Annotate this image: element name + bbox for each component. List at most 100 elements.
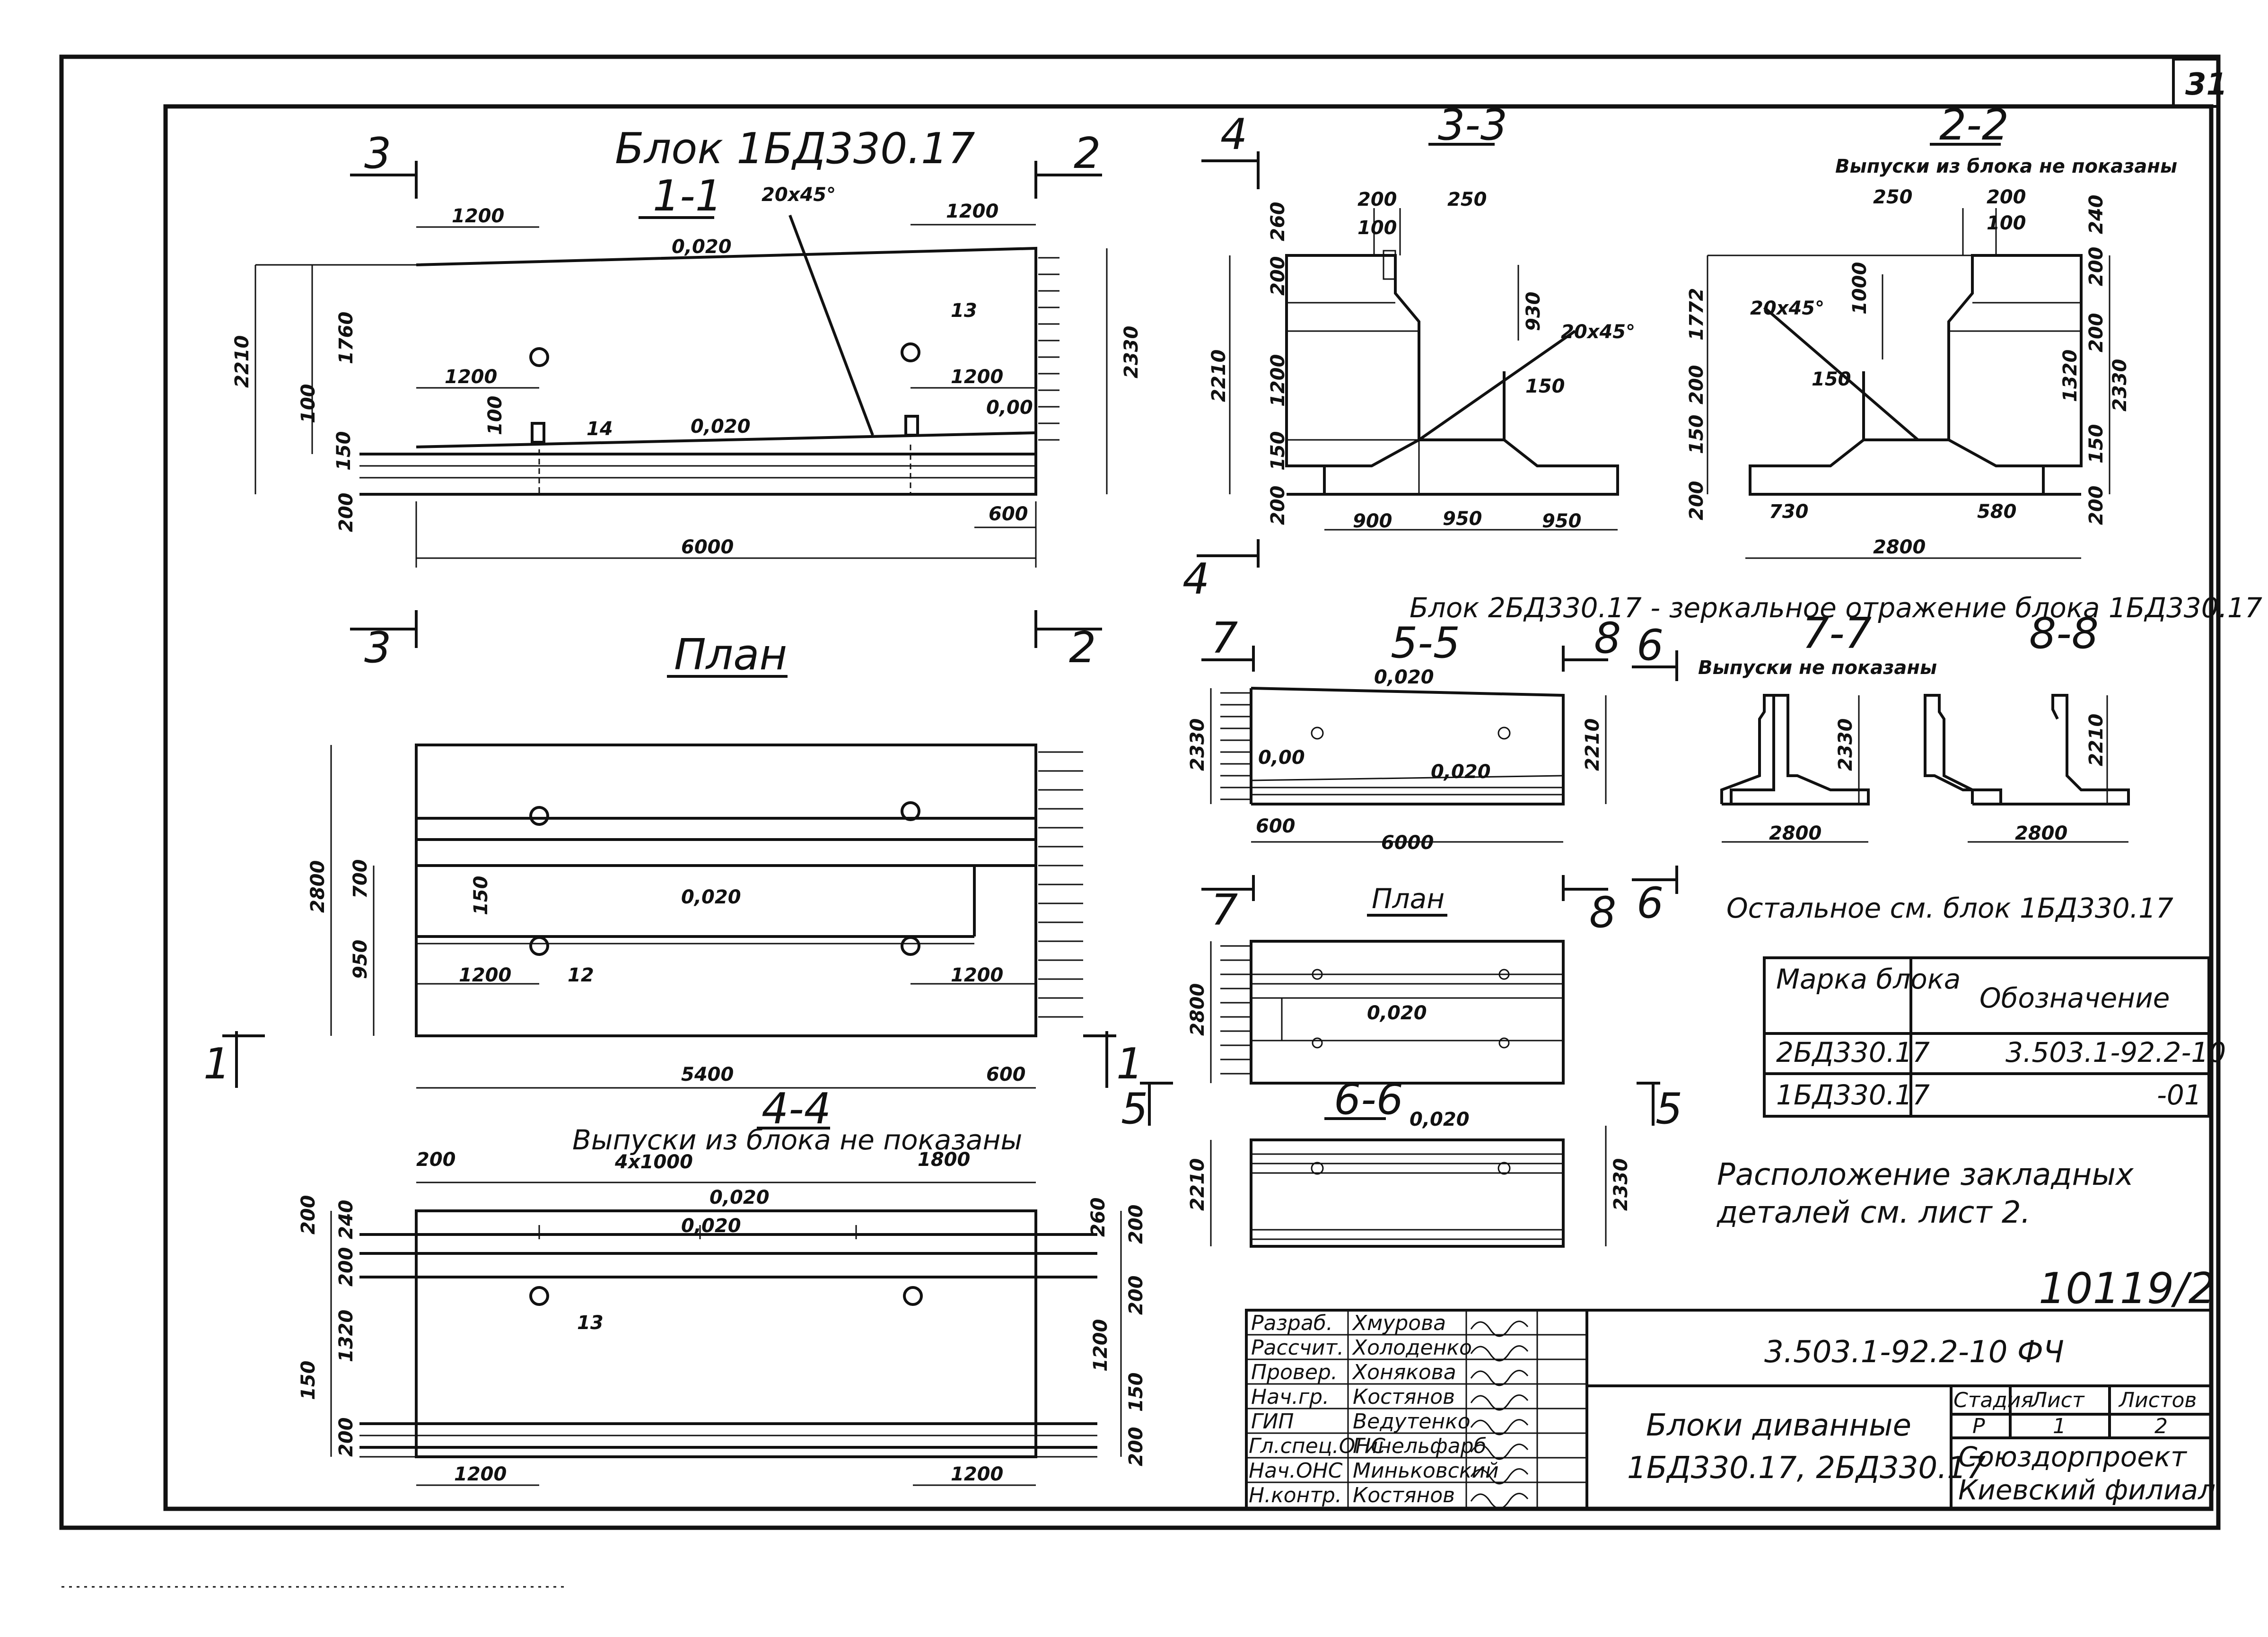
s33-dim-200b: 200 <box>1267 256 1289 296</box>
mirror-note: Блок 2БД330.17 - зеркальное отражение бл… <box>1410 592 2262 624</box>
dim-1760: 1760 <box>335 312 357 364</box>
s22-dim-200c: 200 <box>1686 365 1708 405</box>
plan-2-label: План <box>1372 883 1445 915</box>
s44-mark-13: 13 <box>577 1312 604 1334</box>
sig-name-6: Гинельфарб <box>1353 1434 1487 1458</box>
archive-number: 10119/2 <box>2039 1264 2215 1313</box>
s33-dim-100: 100 <box>1357 217 1397 239</box>
cut-4-bottom-label: 4 <box>1182 554 1209 604</box>
s33-dim-200: 200 <box>1357 189 1397 210</box>
dim-1200a: 1200 <box>452 205 504 227</box>
section-1-1-label: 1-1 <box>653 171 722 221</box>
title-block <box>1245 1309 2213 1510</box>
plan-1-dim-1200b: 1200 <box>951 964 1003 986</box>
s33-dim-900: 900 <box>1353 510 1392 532</box>
marks-header-mark: Марка блока <box>1776 963 1961 995</box>
s44-dim-1200b: 1200 <box>951 1463 1003 1485</box>
sig-role-1: Разраб. <box>1251 1311 1333 1335</box>
section-7-7-note: Выпуски не показаны <box>1698 657 1937 679</box>
cut-6-bottom-label: 6 <box>1637 878 1664 928</box>
s33-dim-150a: 150 <box>1267 431 1289 471</box>
plan-1-dim-700: 700 <box>350 859 371 899</box>
s44-dim-260: 260 <box>1087 1198 1109 1237</box>
s22-dim-150c: 150 <box>2085 424 2107 464</box>
s44-dim-200e: 200 <box>1125 1276 1147 1315</box>
section-8-8-drawing <box>1924 694 2130 843</box>
s22-dim-580: 580 <box>1977 501 2017 523</box>
plan-2-drawing <box>1210 940 1565 1085</box>
s55-slope-2: 0,020 <box>1431 761 1491 783</box>
section-4-4-label: 4-4 <box>762 1084 831 1134</box>
section-8-8-label: 8-8 <box>2029 609 2099 658</box>
sig-name-4: Костянов <box>1353 1385 1455 1409</box>
stage-header-sheet: Лист <box>2031 1388 2085 1412</box>
s22-dim-730: 730 <box>1769 501 1809 523</box>
s55-slope-1: 0,020 <box>1374 666 1434 688</box>
cut-marker-1-right: 1 <box>1083 1031 1143 1089</box>
svg-text:1: 1 <box>203 1039 230 1089</box>
s22-dim-2330: 2330 <box>2109 359 2131 411</box>
section-3-3-label: 3-3 <box>1438 100 1507 150</box>
s22-chamfer: 20x45° <box>1750 298 1824 319</box>
s22-dim-200a: 200 <box>2085 247 2107 287</box>
s44-dim-200c: 200 <box>335 1418 357 1457</box>
sig-role-7: Нач.ОНС <box>1249 1459 1343 1483</box>
mark-14: 14 <box>587 418 613 440</box>
org-line-2: Киевский филиал <box>1958 1474 2215 1506</box>
s44-dim-1320: 1320 <box>335 1310 357 1362</box>
s33-dim-2210: 2210 <box>1208 350 1230 402</box>
plan-1-dim-150: 150 <box>470 876 492 916</box>
section-4-4-note: Выпуски из блока не показаны <box>572 1124 1022 1156</box>
plan-1-dim-2800: 2800 <box>307 860 329 913</box>
section-7-7-label: 7-7 <box>1802 609 1872 658</box>
plan-2-slope: 0,020 <box>1367 1002 1427 1024</box>
signature-scribbles <box>1470 1321 1529 1509</box>
sig-name-8: Костянов <box>1353 1483 1455 1507</box>
section-5-5-label: 5-5 <box>1391 618 1460 668</box>
marks-table <box>1763 956 2210 1118</box>
title-line-1: Блоки диванные <box>1646 1408 1911 1443</box>
block-title: Блок 1БД330.17 <box>615 124 975 174</box>
plan-1-dim-5400: 5400 <box>681 1064 734 1085</box>
embed-note-1: Расположение закладных <box>1717 1157 2134 1192</box>
sig-name-7: Миньковский <box>1353 1459 1499 1483</box>
section-5-5-drawing <box>1210 687 1607 843</box>
s44-dim-200a: 200 <box>298 1195 319 1235</box>
cut-5-right-label: 5 <box>1655 1084 1682 1134</box>
s22-dim-150: 150 <box>1812 368 1851 390</box>
s44-dim-150b: 150 <box>1125 1373 1147 1412</box>
cut-marker-3-top: 3 <box>350 129 418 199</box>
cut-4-top-label: 4 <box>1220 110 1247 159</box>
section-6-6-drawing <box>1210 1126 1607 1248</box>
stage-value-sheets: 2 <box>2154 1414 2168 1438</box>
dim-100b: 100 <box>484 396 506 436</box>
s33-dim-150b: 150 <box>1525 376 1565 397</box>
svg-text:2: 2 <box>1069 623 1096 673</box>
section-2-2-drawing <box>1707 208 2110 559</box>
s44-dim-200f: 200 <box>1125 1427 1147 1467</box>
marks-row-1-designation: 3.503.1-92.2-10 <box>2005 1036 2226 1068</box>
cut-8-top-label: 8 <box>1594 613 1621 663</box>
dim-2330: 2330 <box>1121 326 1142 378</box>
s55-dim-600: 600 <box>1256 815 1296 837</box>
svg-text:3: 3 <box>364 129 391 178</box>
s55-dim-2330: 2330 <box>1187 718 1208 771</box>
cut-5-left-label: 5 <box>1121 1084 1148 1134</box>
cut-marker-2-bottom: 2 <box>1034 610 1102 673</box>
stage-value-sheet: 1 <box>2053 1414 2066 1438</box>
s22-dim-200: 200 <box>1987 186 2026 208</box>
section-4-4-drawing <box>330 1182 1122 1486</box>
s44-slope-2: 0,020 <box>681 1215 741 1237</box>
marks-header-designation: Обозначение <box>1979 982 2170 1014</box>
cut-marker-2-top: 2 <box>1034 129 1102 199</box>
slope-top: 0,020 <box>672 236 732 258</box>
dim-150: 150 <box>333 431 355 471</box>
s33-dim-200c: 200 <box>1267 486 1289 525</box>
inner-frame <box>163 104 2214 1511</box>
section-3-3-drawing <box>1229 208 1619 531</box>
s22-dim-1772: 1772 <box>1686 288 1708 341</box>
s22-dim-1320: 1320 <box>2059 350 2081 402</box>
s44-slope-1: 0,020 <box>709 1187 770 1208</box>
s44-dim-200d: 200 <box>1125 1205 1147 1244</box>
